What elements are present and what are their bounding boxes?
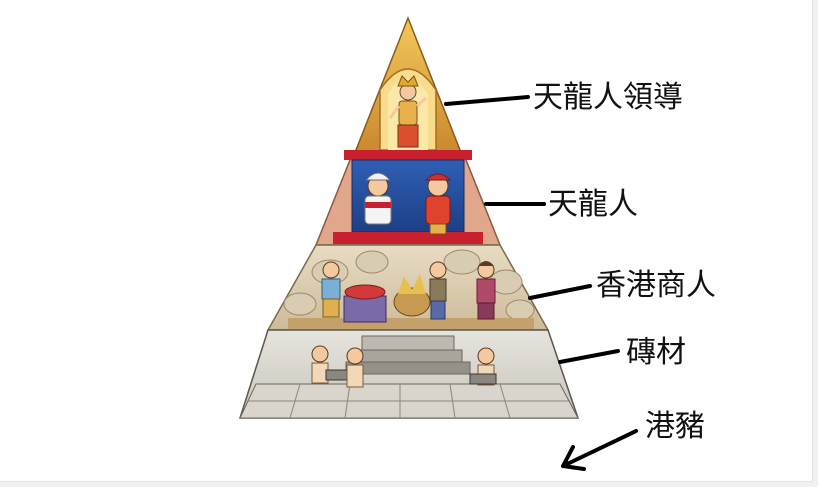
tier-nobles [314,150,502,246]
label-tier-leader: 天龍人領導 [533,80,683,115]
pointer-line-fourth [558,349,620,364]
arrow-icon [561,429,638,471]
pointer-line-top [444,95,530,106]
label-outside: 港豬 [645,409,705,444]
label-tier-bricks: 磚材 [626,335,686,370]
label-tier-nobles: 天龍人 [548,187,638,222]
tier-bricks [238,329,580,419]
pointer-line-third [528,284,592,300]
label-tier-merchants: 香港商人 [596,268,716,303]
tier-merchants [266,244,550,331]
